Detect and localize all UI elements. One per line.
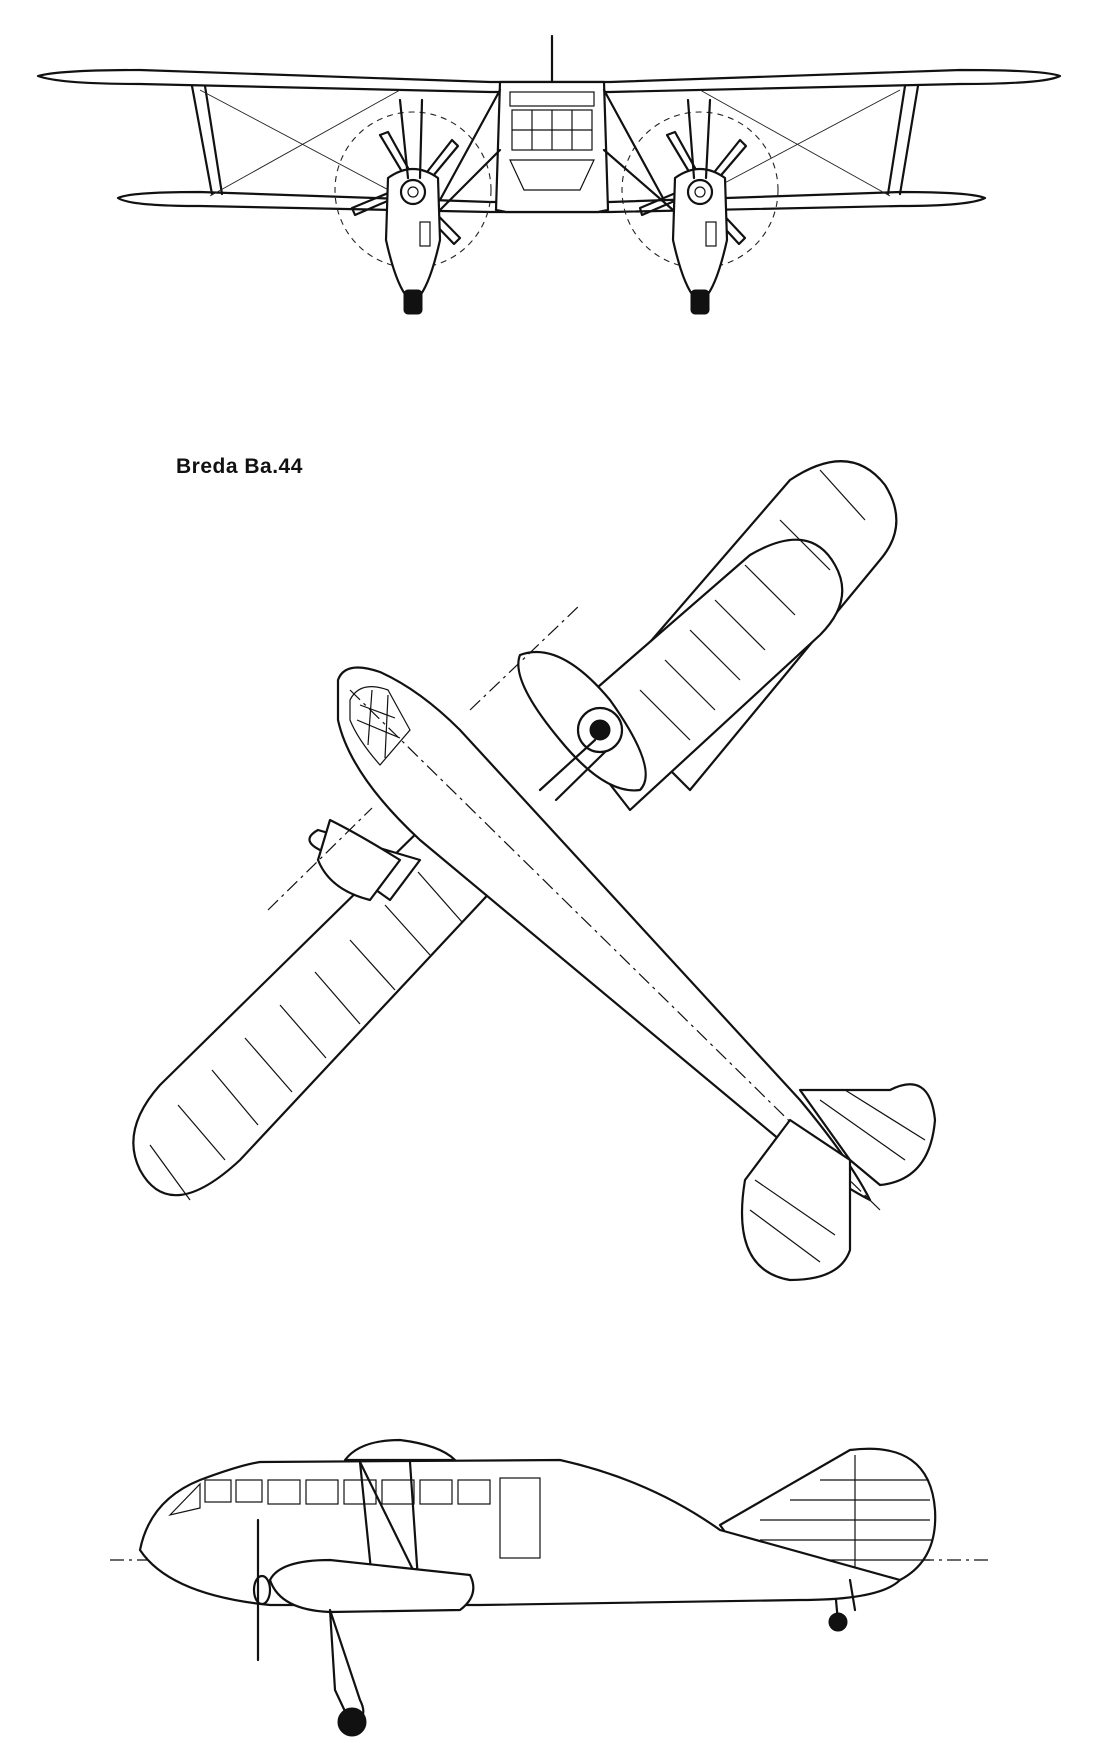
plan-view	[132, 460, 937, 1282]
side-view	[110, 1438, 990, 1737]
front-view	[36, 34, 1062, 315]
aircraft-title: Breda Ba.44	[176, 455, 303, 478]
